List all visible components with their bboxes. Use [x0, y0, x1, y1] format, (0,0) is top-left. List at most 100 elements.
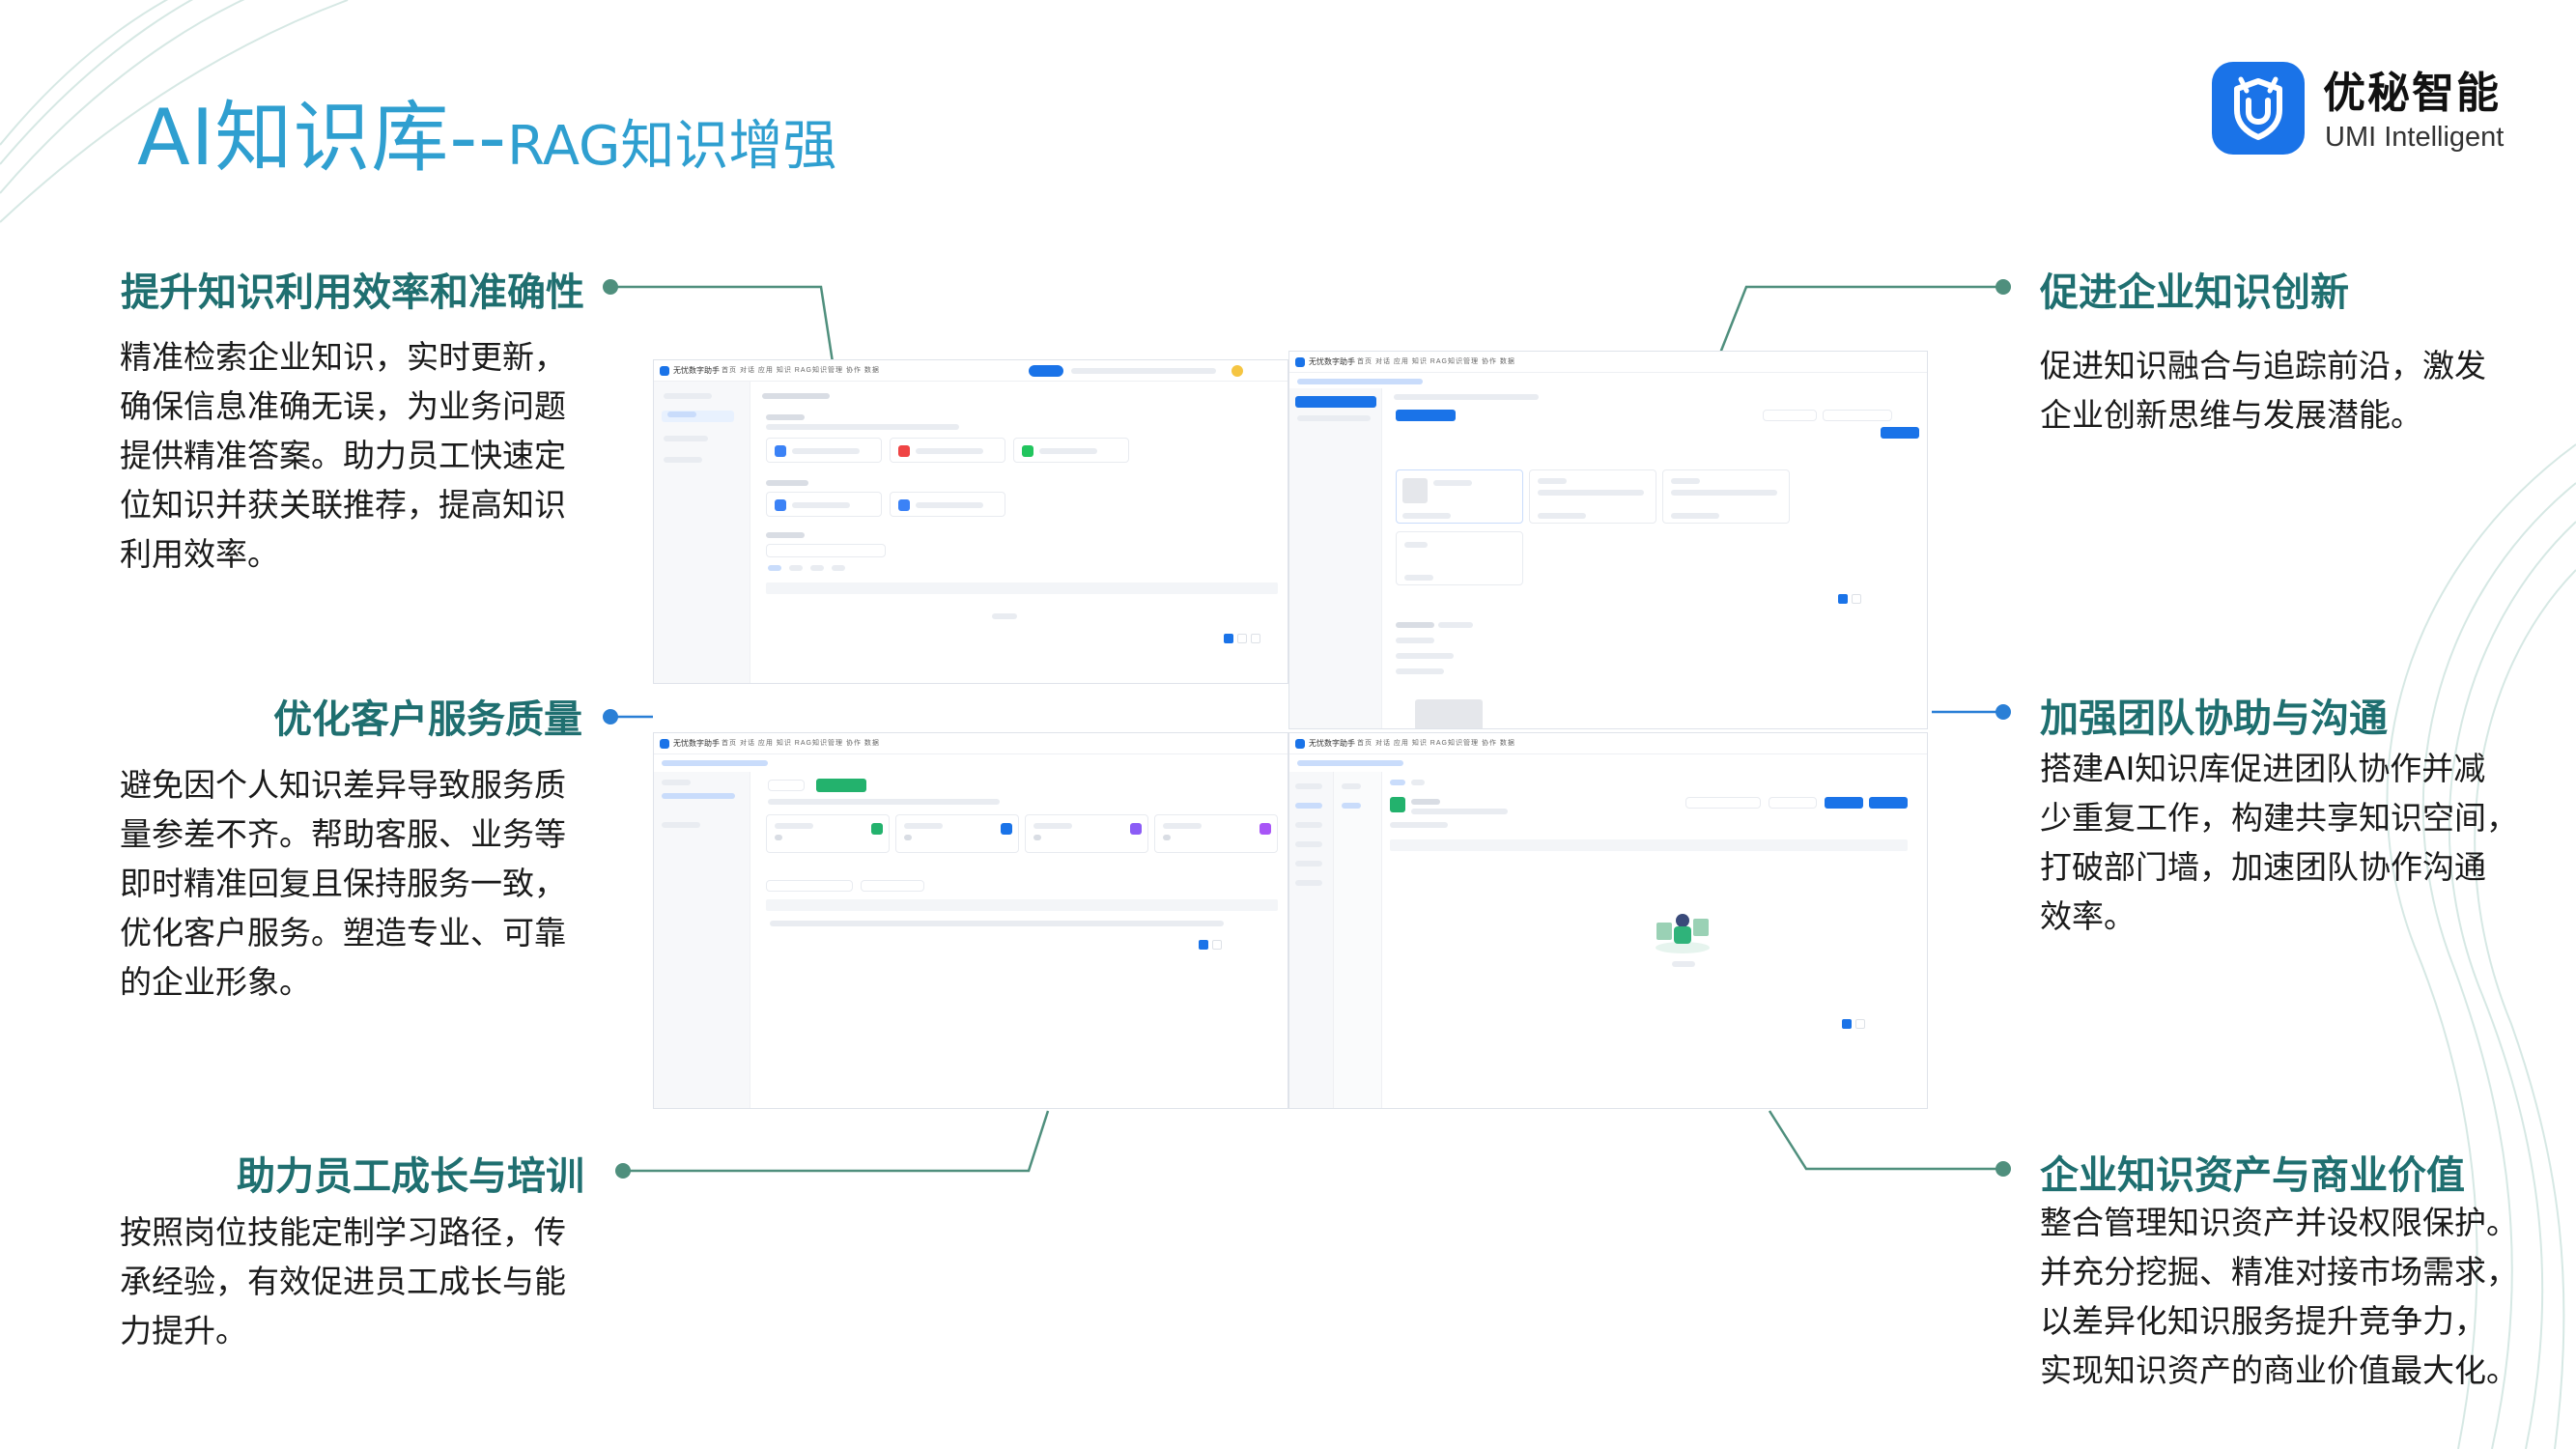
filter-select[interactable] — [861, 880, 924, 892]
sidebar-item[interactable] — [1295, 841, 1322, 847]
user-avatar-icon[interactable] — [1231, 365, 1243, 377]
feature-heading-assets: 企业知识资产与商业价值 — [2040, 1153, 2465, 1198]
app-name: 无忧数字助手 — [1309, 357, 1355, 366]
sidebar-item-active[interactable] — [1342, 803, 1361, 809]
empty-state-text — [992, 613, 1017, 619]
tab[interactable] — [810, 565, 824, 571]
upload-button[interactable] — [816, 779, 866, 792]
sidebar — [654, 382, 750, 683]
pagination-current[interactable] — [1838, 594, 1848, 604]
sidebar — [1289, 772, 1334, 1108]
sub-tabs[interactable] — [662, 760, 768, 766]
detail-label — [1396, 622, 1434, 628]
feature-heading-teamwork: 加强团队协助与沟通 — [2040, 696, 2388, 741]
stat-card — [766, 814, 890, 853]
search-input[interactable] — [766, 544, 886, 557]
stat-card — [1154, 814, 1278, 853]
pagination-next[interactable] — [1251, 634, 1260, 643]
new-doc-button[interactable] — [1869, 797, 1908, 809]
screenshot-file-list: 无忧数字助手 首页 对话 应用 知识 RAG知识管理 协作 数据 — [653, 732, 1288, 1109]
stat-card — [895, 814, 1019, 853]
create-button[interactable] — [1881, 427, 1919, 439]
nav-links — [1071, 368, 1216, 374]
kb-card[interactable] — [890, 492, 1005, 517]
kb-card[interactable] — [1013, 438, 1129, 463]
feature-line: 力提升。 — [120, 1312, 247, 1350]
sidebar-item[interactable] — [1295, 861, 1322, 867]
pagination-next[interactable] — [1852, 594, 1861, 604]
app-topbar: 无忧数字助手 首页 对话 应用 知识 RAG知识管理 协作 数据 — [654, 360, 1288, 382]
detail-label — [1396, 653, 1454, 659]
screenshot-enterprise-products: 无忧数字助手 首页 对话 应用 知识 RAG知识管理 协作 数据 — [1288, 351, 1928, 729]
stat-card — [1025, 814, 1148, 853]
pagination-current[interactable] — [1199, 940, 1208, 950]
tab[interactable] — [832, 565, 845, 571]
pagination-page[interactable] — [1237, 634, 1247, 643]
sub-tabs[interactable] — [1390, 822, 1448, 828]
kb-card[interactable] — [766, 438, 882, 463]
sub-tabs[interactable] — [1297, 379, 1423, 384]
tab[interactable] — [1411, 780, 1425, 785]
feature-line: 促进知识融合与追踪前沿，激发 — [2040, 347, 2486, 384]
product-card[interactable] — [1529, 469, 1656, 524]
content-tabs[interactable] — [1394, 394, 1539, 400]
feature-line: 提供精准答案。助力员工快速定 — [120, 437, 566, 474]
section-title — [766, 480, 808, 486]
filter-select[interactable] — [1769, 797, 1817, 809]
search-input[interactable] — [1685, 797, 1761, 809]
sidebar-item[interactable] — [1342, 783, 1361, 789]
filter-button[interactable] — [768, 780, 805, 791]
product-image — [1415, 699, 1483, 728]
feature-line: 实现知识资产的商业价值最大化。 — [2040, 1351, 2518, 1389]
pagination-current[interactable] — [1842, 1019, 1852, 1029]
search-input[interactable] — [1823, 410, 1892, 421]
kb-card[interactable] — [890, 438, 1005, 463]
feature-heading-efficiency: 提升知识利用效率和准确性 — [121, 270, 584, 315]
sidebar-item-active[interactable] — [1295, 803, 1322, 809]
sidebar-item[interactable] — [664, 457, 702, 463]
product-card[interactable] — [1396, 469, 1523, 524]
sidebar-item-active[interactable] — [662, 411, 735, 422]
app-nav: 首页 对话 应用 知识 RAG知识管理 协作 数据 — [1357, 358, 1515, 365]
search-input[interactable] — [766, 880, 853, 892]
feature-line: 位知识并获关联推荐，提高知识 — [120, 486, 566, 524]
sub-tabs[interactable] — [1297, 760, 1403, 766]
brand-name-en: UMI Intelligent — [2325, 122, 2505, 153]
pagination-next[interactable] — [1212, 940, 1222, 950]
tab[interactable] — [789, 565, 803, 571]
detail-label — [1396, 638, 1434, 643]
new-enterprise-button[interactable] — [1295, 396, 1376, 408]
sidebar-item[interactable] — [664, 393, 712, 399]
feature-text-growth: 按照岗位技能定制学习路径，传 承经验，有效促进员工成长与能 力提升。 — [120, 1208, 583, 1355]
product-card[interactable] — [1662, 469, 1790, 524]
feature-line: 以差异化知识服务提升竞争力， — [2040, 1302, 2486, 1340]
upload-button[interactable] — [1825, 797, 1863, 809]
info-text — [768, 799, 1000, 805]
sidebar-item[interactable] — [662, 822, 700, 828]
secondary-sidebar — [1334, 772, 1382, 1108]
sidebar-item[interactable] — [1295, 783, 1322, 789]
sidebar-item[interactable] — [1295, 822, 1322, 828]
sidebar-item[interactable] — [662, 780, 691, 785]
pagination-next[interactable] — [1855, 1019, 1865, 1029]
pagination-current[interactable] — [1224, 634, 1233, 643]
tab-enterprise[interactable] — [1390, 780, 1405, 785]
feature-line: 利用效率。 — [120, 535, 279, 573]
feature-line: 整合管理知识资产并设权限保护。 — [2040, 1204, 2518, 1241]
sidebar-item-active[interactable] — [662, 793, 735, 799]
doc-title — [1411, 799, 1440, 805]
add-product-button[interactable] — [1396, 410, 1456, 421]
table-row[interactable] — [770, 921, 1224, 926]
sidebar-item[interactable] — [1295, 880, 1322, 886]
kb-card[interactable] — [766, 492, 882, 517]
product-card[interactable] — [1396, 531, 1523, 585]
nav-pill-button[interactable] — [1029, 365, 1063, 377]
feature-line: 确保信息准确无误，为业务问题 — [120, 387, 566, 425]
page-title-sub: RAG知识增强 — [507, 115, 837, 178]
tab-all[interactable] — [768, 565, 781, 571]
filter-select[interactable] — [1763, 410, 1817, 421]
app-logo-icon — [1295, 739, 1305, 749]
enterprise-item[interactable] — [1297, 415, 1371, 421]
sidebar-item[interactable] — [664, 436, 708, 441]
app-logo-icon — [660, 739, 669, 749]
